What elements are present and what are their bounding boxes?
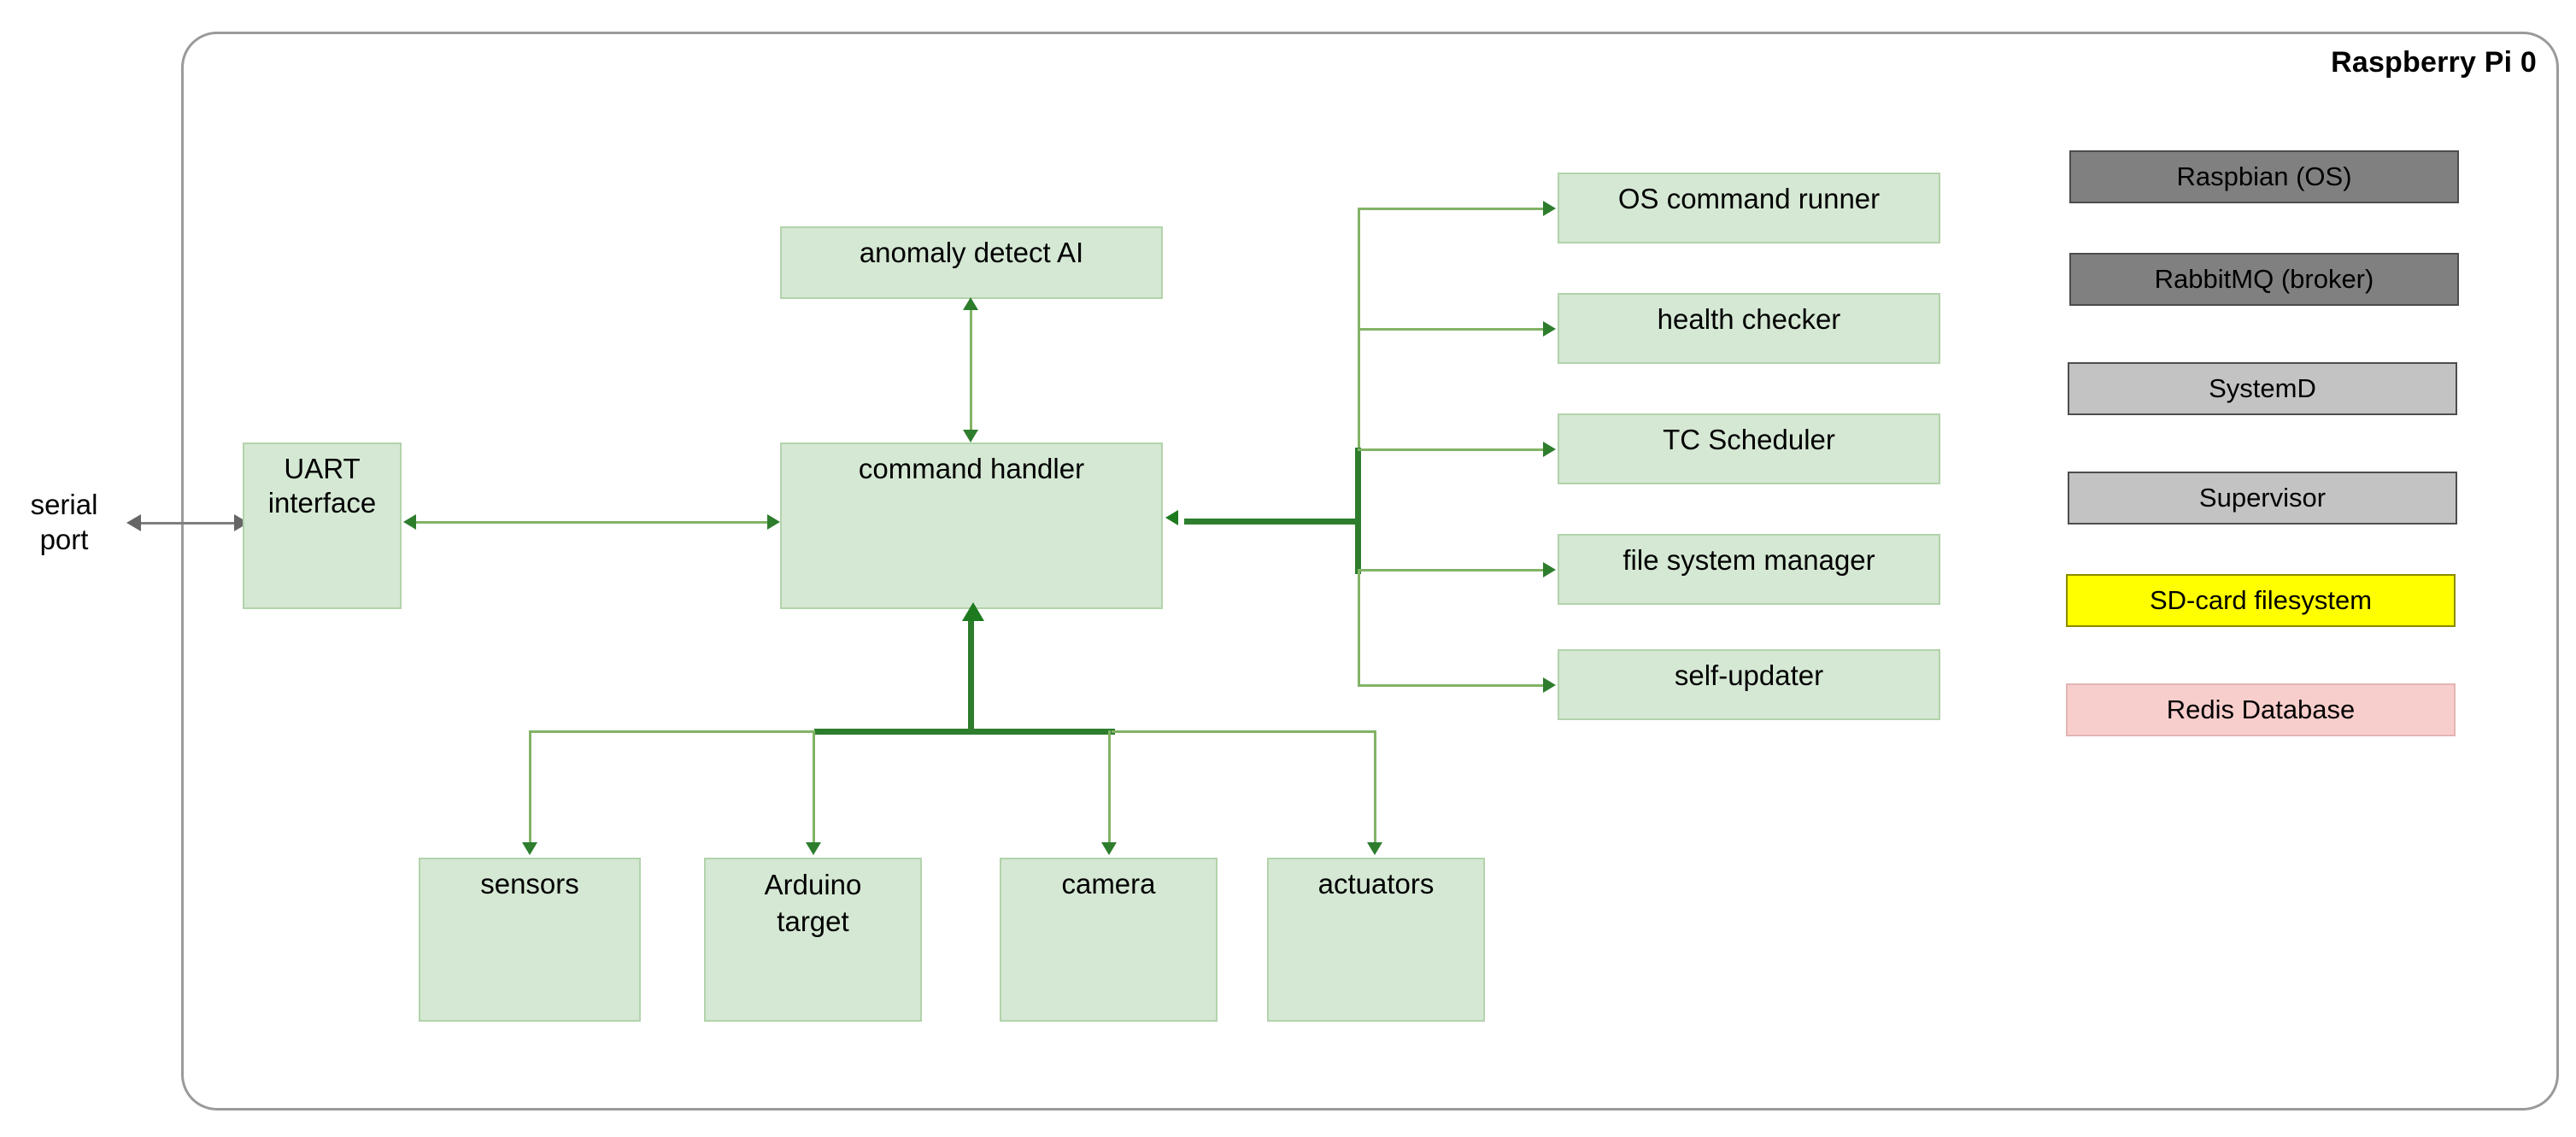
legend-item-raspbian[interactable]: Raspbian (OS) (2069, 150, 2459, 203)
leg-camera (1108, 730, 1111, 845)
serial-port-arrowhead-left (126, 514, 141, 531)
bus-right-trunk-lower (1358, 571, 1360, 687)
arrowhead-command-handler-from-peripherals (962, 602, 984, 621)
arrowhead-sensors (522, 842, 537, 855)
bus-bottom-bar-right (1112, 730, 1376, 733)
node-anomaly-detect-ai[interactable]: anomaly detect AI (780, 226, 1163, 299)
legend-item-sd-card-filesystem[interactable]: SD-card filesystem (2066, 574, 2456, 627)
connector-uart-arrowhead-left (403, 514, 416, 530)
bus-bottom-bar-center (814, 729, 1115, 735)
node-self-updater[interactable]: self-updater (1558, 649, 1940, 720)
arrowhead-os-command-runner (1543, 201, 1556, 216)
legend-item-redis-database[interactable]: Redis Database (2066, 683, 2456, 736)
arrowhead-camera (1101, 842, 1117, 855)
branch-self-updater (1358, 684, 1545, 687)
raspberry-pi-container (181, 32, 2559, 1111)
connector-bus-to-command-handler (1184, 519, 1359, 525)
node-command-handler[interactable]: command handler (780, 442, 1163, 609)
node-actuators[interactable]: actuators (1267, 858, 1485, 1022)
node-os-command-runner[interactable]: OS command runner (1558, 173, 1940, 243)
arrowhead-actuators (1367, 842, 1382, 855)
connector-command-handler-anomaly (970, 309, 972, 432)
legend-item-systemd[interactable]: SystemD (2068, 362, 2457, 415)
node-file-system-manager[interactable]: file system manager (1558, 534, 1940, 605)
arrowhead-command-handler-from-bus (1165, 510, 1178, 525)
bus-bottom-bar-left (529, 730, 818, 733)
branch-tc-scheduler (1358, 448, 1545, 451)
arrowhead-self-updater (1543, 677, 1556, 693)
branch-os-command-runner (1358, 208, 1545, 210)
leg-arduino-target (813, 730, 815, 845)
connector-anomaly-arrowhead-down (963, 430, 978, 442)
arrowhead-health-checker (1543, 321, 1556, 337)
arrowhead-tc-scheduler (1543, 442, 1556, 457)
legend-item-supervisor[interactable]: Supervisor (2068, 472, 2457, 525)
legend-item-rabbitmq[interactable]: RabbitMQ (broker) (2069, 253, 2459, 306)
serial-port-line2: port (39, 524, 89, 556)
bus-right-trunk-middle (1355, 448, 1361, 574)
serial-port-connector (137, 522, 244, 525)
arrowhead-arduino-target (806, 842, 821, 855)
node-tc-scheduler[interactable]: TC Scheduler (1558, 413, 1940, 484)
connector-uart-arrowhead-right (767, 514, 780, 530)
container-title: Raspberry Pi 0 (2331, 46, 2537, 79)
connector-anomaly-arrowhead-up (963, 297, 978, 310)
node-health-checker[interactable]: health checker (1558, 293, 1940, 364)
branch-file-system-manager (1358, 569, 1545, 571)
serial-port-line1: serial (30, 489, 98, 520)
node-arduino-target[interactable]: Arduino target (704, 858, 922, 1022)
bus-bottom-riser (968, 620, 974, 734)
arduino-target-line1: Arduino (764, 869, 862, 900)
node-camera[interactable]: camera (1000, 858, 1218, 1022)
serial-port-label: serial port (9, 487, 120, 558)
leg-actuators (1374, 730, 1376, 845)
connector-uart-command-handler (414, 521, 768, 524)
leg-sensors (529, 730, 531, 845)
node-sensors[interactable]: sensors (419, 858, 641, 1022)
arrowhead-file-system-manager (1543, 562, 1556, 577)
arduino-target-line2: target (777, 905, 849, 937)
branch-health-checker (1358, 328, 1545, 331)
node-uart-interface[interactable]: UART interface (243, 442, 402, 609)
